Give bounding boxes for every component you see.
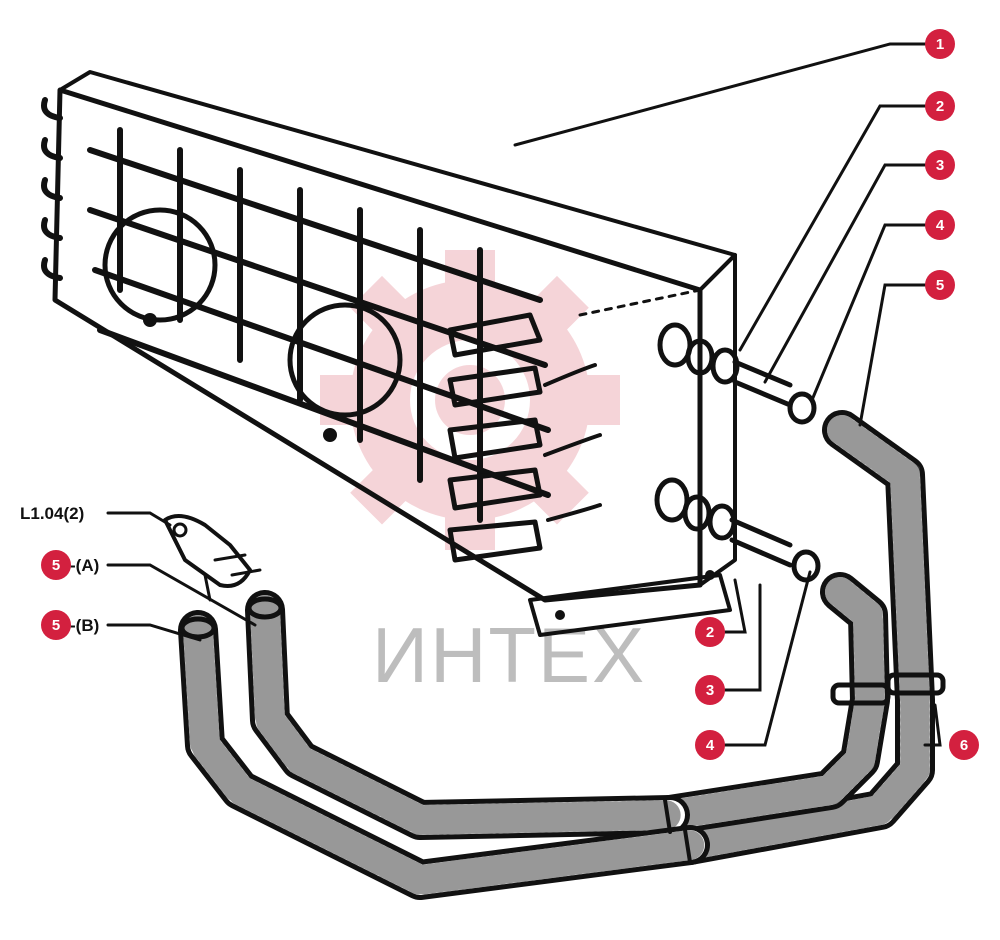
upper-fitting [657, 322, 817, 425]
hoses [178, 410, 946, 900]
callout-5-hose-b[interactable]: 5 [41, 610, 71, 640]
callout-1[interactable]: 1 [925, 29, 955, 59]
reference-label: L1.04(2) [20, 504, 84, 523]
callout-number: 6 [960, 737, 968, 754]
valve-part [163, 514, 262, 602]
callout-2-lower[interactable]: 2 [695, 617, 725, 647]
callout-3[interactable]: 3 [925, 150, 955, 180]
callout-number: 5 [52, 617, 60, 634]
watermark-text: ИНТЕХ [372, 611, 646, 699]
callout-number: 1 [936, 36, 944, 53]
callout-number: 3 [936, 157, 944, 174]
callout-4[interactable]: 4 [925, 210, 955, 240]
hose-clamp [830, 672, 946, 706]
callout-number: 2 [936, 98, 944, 115]
callout-4-lower[interactable]: 4 [695, 730, 725, 760]
callout-5[interactable]: 5 [925, 270, 955, 300]
callout-number: 4 [706, 737, 715, 754]
callout-number: 3 [706, 682, 714, 699]
hose-a-label: -(A) [70, 556, 99, 575]
hose-b-label: -(B) [70, 616, 99, 635]
callout-2[interactable]: 2 [925, 91, 955, 121]
callout-number: 5 [936, 277, 944, 294]
callout-3-lower[interactable]: 3 [695, 675, 725, 705]
callout-number: 4 [936, 217, 945, 234]
callout-5-hose-a[interactable]: 5 [41, 550, 71, 580]
callout-6[interactable]: 6 [949, 730, 979, 760]
callout-number: 5 [52, 557, 60, 574]
callout-number: 2 [706, 624, 714, 641]
leader-lines [106, 42, 942, 747]
lower-fitting [654, 477, 821, 583]
heater-core [41, 70, 737, 637]
